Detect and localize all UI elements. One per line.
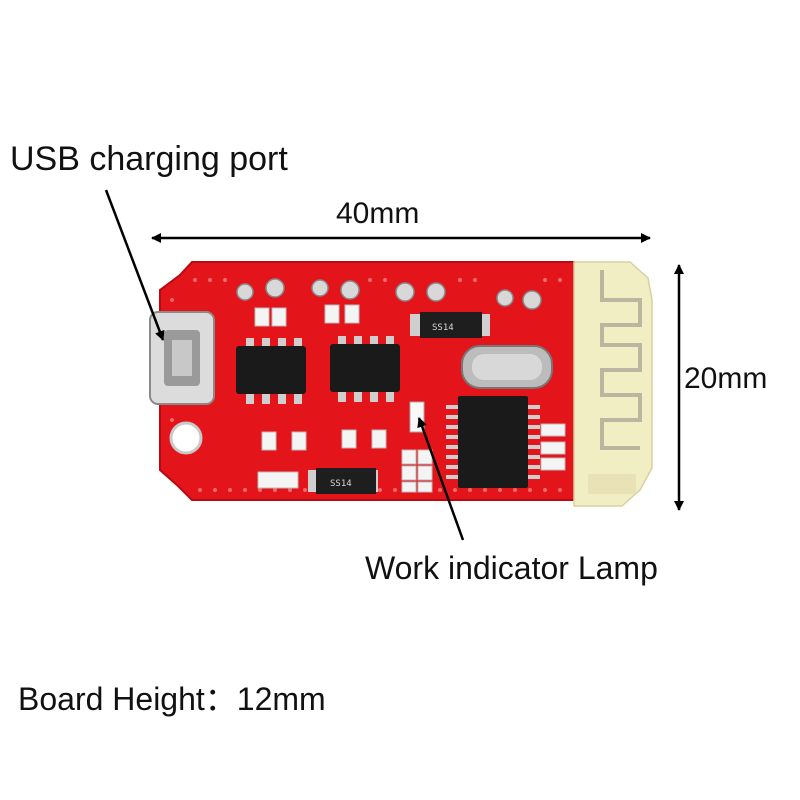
diode-top: SS14 [410, 312, 490, 338]
smd-components [254, 304, 566, 493]
width-dimension-label: 20mm [684, 362, 768, 395]
diode-bottom: SS14 [308, 468, 378, 494]
diode-top-marking: SS14 [432, 323, 454, 333]
usb-port [149, 311, 215, 405]
diode-bottom-marking: SS14 [330, 479, 352, 489]
length-dimension-label: 40mm [336, 197, 420, 230]
usb-port-label: USB charging port [10, 140, 288, 178]
top-pads [236, 278, 542, 310]
antenna-area [573, 261, 653, 507]
indicator-lamp-label: Work indicator Lamp [365, 550, 658, 586]
indicator-pointer-arrow [417, 417, 465, 541]
board-height-label: Board Height：12mm [18, 681, 326, 717]
usb-pointer-arrow [104, 189, 165, 341]
bluetooth-ic [446, 396, 540, 488]
amp-ic-right [330, 336, 400, 402]
crystal-oscillator [461, 345, 553, 389]
mounting-hole [169, 421, 203, 455]
amp-ic-left [236, 338, 306, 404]
